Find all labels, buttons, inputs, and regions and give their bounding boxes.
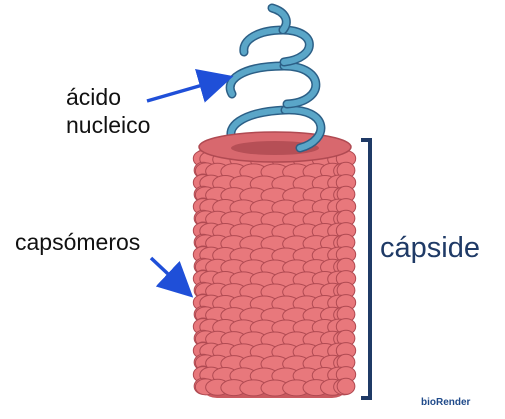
capsid-bracket bbox=[361, 140, 370, 398]
capsomere bbox=[337, 378, 355, 394]
capsid-cylinder bbox=[193, 132, 355, 398]
capsomeres-label: capsómeros bbox=[15, 229, 140, 255]
capsid-label: cápside bbox=[380, 232, 480, 265]
capsomeres-arrow bbox=[151, 258, 183, 288]
nucleic-acid-label-line1: ácido bbox=[66, 84, 121, 110]
nucleic-acid-helix-back bbox=[230, 30, 285, 140]
nucleic-acid-helix-front bbox=[272, 8, 321, 148]
nucleic-acid-label-line2: nucleico bbox=[66, 112, 150, 138]
nucleic-acid-arrow bbox=[147, 80, 220, 101]
biorender-credit: bioRender bbox=[421, 397, 470, 408]
